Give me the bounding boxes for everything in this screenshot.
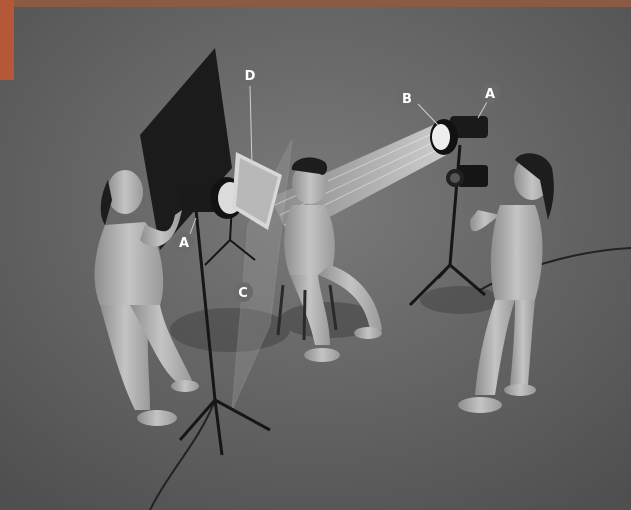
label-a-right: A [480,83,500,103]
svg-text:D: D [245,69,256,84]
label-d: D [240,65,260,85]
svg-text:B: B [402,92,412,107]
svg-text:A: A [179,236,189,251]
label-a-left: A [174,232,194,252]
top-photo-strip [0,0,631,7]
label-c: C [233,282,253,302]
svg-text:A: A [485,87,495,102]
svg-text:C: C [238,286,248,301]
left-corner-photo [0,0,14,80]
label-b: B [397,88,417,108]
